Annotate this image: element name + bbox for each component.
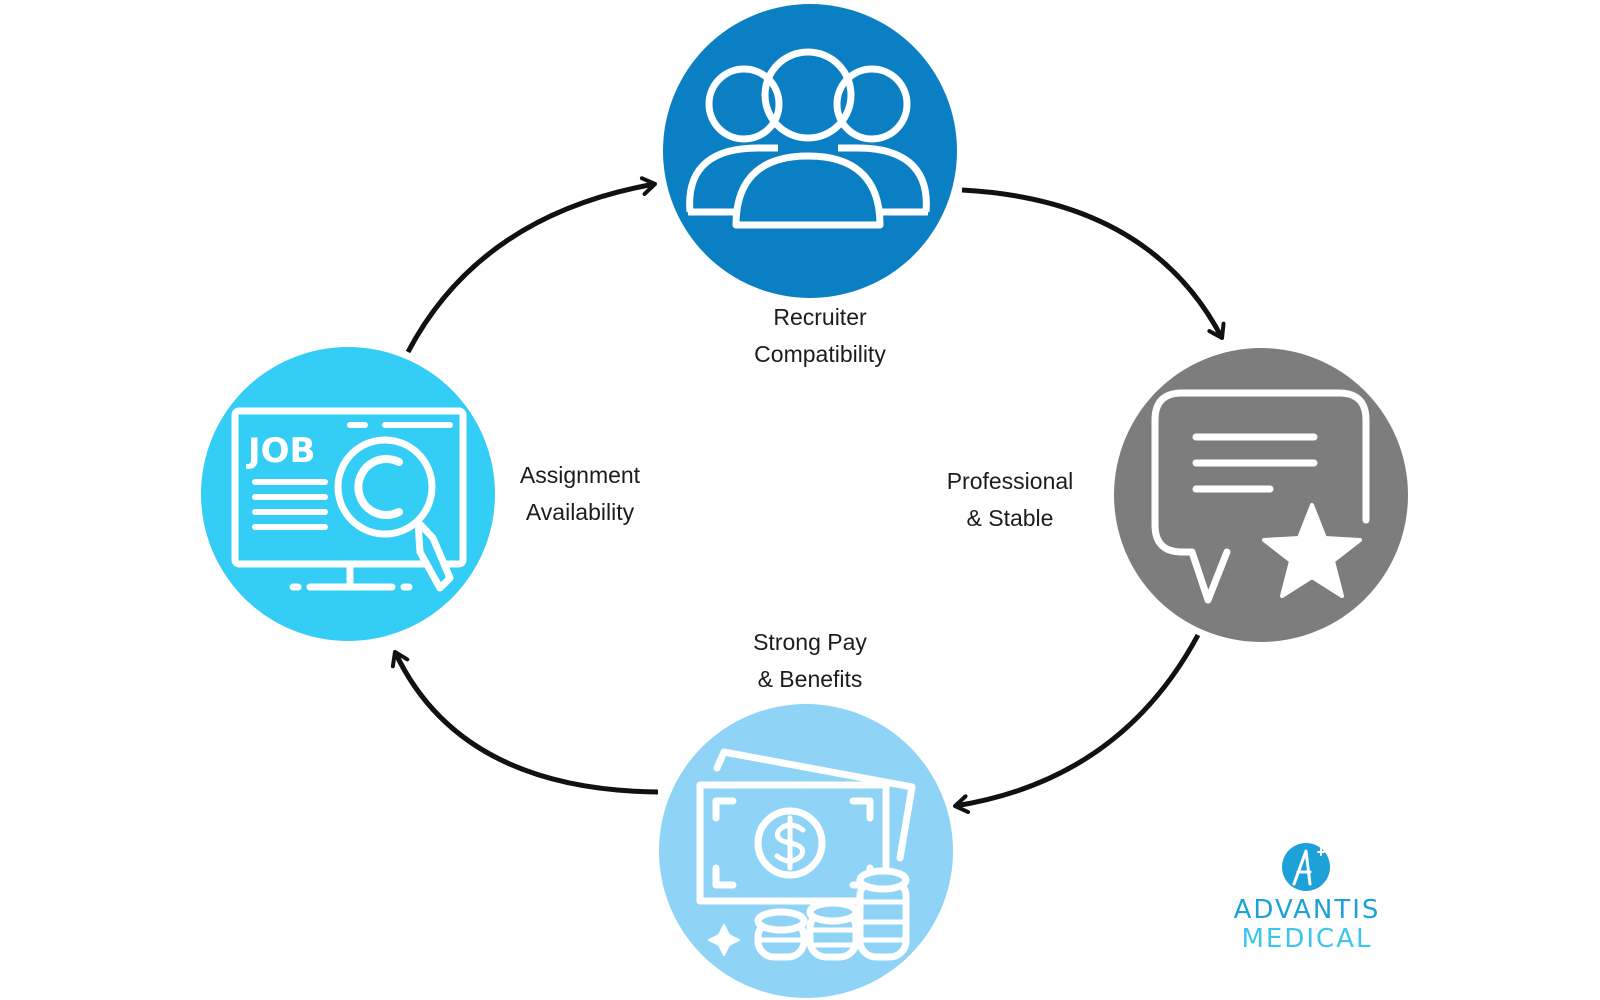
label-strong-pay-benefits: Strong Pay & Benefits (690, 624, 930, 698)
arrow-professional-to-pay (953, 633, 1201, 815)
label-line: Compatibility (754, 341, 886, 367)
money-coins-icon (696, 748, 916, 961)
label-professional-stable: Professional & Stable (920, 463, 1100, 537)
arrow-pay-to-assignment (390, 650, 659, 795)
logo-line-medical: MEDICAL (1241, 924, 1373, 954)
node-professional (1114, 348, 1408, 642)
label-line: Recruiter (773, 304, 867, 330)
label-line: Assignment (519, 462, 641, 488)
arrow-recruiter-to-professional (961, 187, 1226, 340)
node-circle-recruiter (663, 4, 957, 298)
logo-wordmark: ADVANTIS MEDICAL (1232, 896, 1382, 954)
logo-line-advantis: ADVANTIS (1233, 895, 1381, 925)
svg-text:JOB: JOB (246, 431, 315, 471)
arrow-assignment-to-recruiter (405, 176, 657, 354)
label-recruiter-compatibility: Recruiter Compatibility (700, 299, 940, 373)
node-recruiter (663, 4, 957, 298)
label-line: Availability (525, 499, 635, 525)
label-assignment-availability: Assignment Availability (480, 457, 680, 531)
people-group-icon (686, 48, 930, 229)
advantis-a-logo-icon (1282, 843, 1330, 891)
label-line: & Benefits (757, 666, 863, 692)
label-line: & Stable (966, 505, 1054, 531)
node-pay (659, 704, 953, 998)
node-assignment: JOB (201, 347, 495, 641)
label-line: Strong Pay (753, 629, 867, 655)
chat-star-icon (1151, 389, 1370, 604)
label-line: Professional (946, 468, 1074, 494)
job-search-monitor-icon: JOB (231, 407, 467, 592)
